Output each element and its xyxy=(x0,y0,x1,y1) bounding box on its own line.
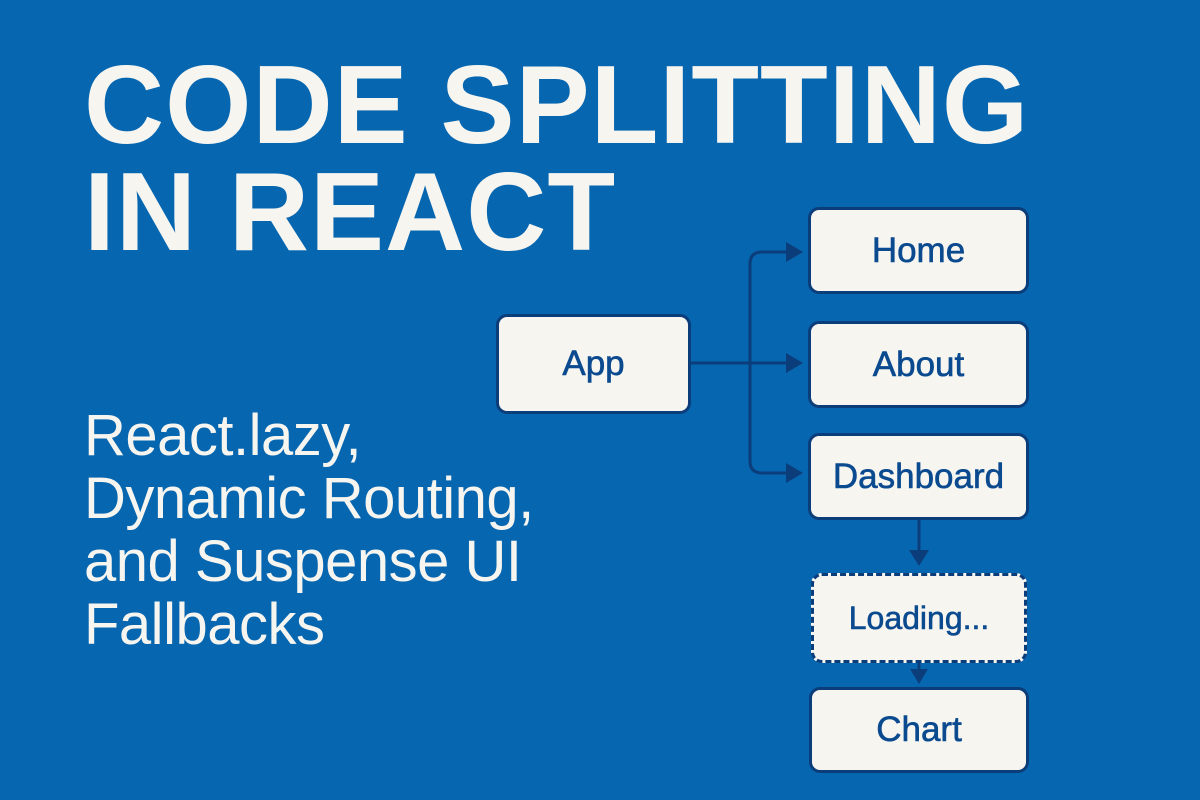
node-loading-label: Loading... xyxy=(848,599,990,636)
node-chart[interactable]: Chart xyxy=(809,687,1029,773)
node-home-label: Home xyxy=(871,230,966,270)
node-app-label: App xyxy=(562,344,625,384)
subtitle-line-2: Dynamic Routing, xyxy=(84,466,534,531)
node-about[interactable]: About xyxy=(808,321,1029,408)
subtitle-line-1: React.lazy, xyxy=(84,403,362,468)
node-app[interactable]: App xyxy=(496,314,691,414)
arrowhead-about-icon xyxy=(786,353,803,373)
title-line-1: CODE SPLITTING xyxy=(84,43,1030,167)
subtitle-line-4: Fallbacks xyxy=(84,592,325,657)
page-title: CODE SPLITTING IN REACT xyxy=(84,43,1030,274)
arrowhead-chart-icon xyxy=(910,669,928,684)
arrowhead-dashboard-icon xyxy=(786,463,803,483)
title-line-2: IN REACT xyxy=(84,150,617,274)
edge-app-dashboard xyxy=(748,361,792,475)
node-loading-fallback[interactable]: Loading... xyxy=(811,573,1027,663)
node-dashboard[interactable]: Dashboard xyxy=(808,433,1029,520)
node-chart-label: Chart xyxy=(876,710,962,750)
edge-app-home xyxy=(748,250,792,365)
subtitle: React.lazy, Dynamic Routing, and Suspens… xyxy=(84,404,534,656)
arrowhead-loading-icon xyxy=(909,550,929,566)
node-about-label: About xyxy=(872,344,965,384)
node-home[interactable]: Home xyxy=(808,207,1029,294)
subtitle-line-3: and Suspense UI xyxy=(84,529,522,594)
node-dashboard-label: Dashboard xyxy=(832,456,1005,496)
